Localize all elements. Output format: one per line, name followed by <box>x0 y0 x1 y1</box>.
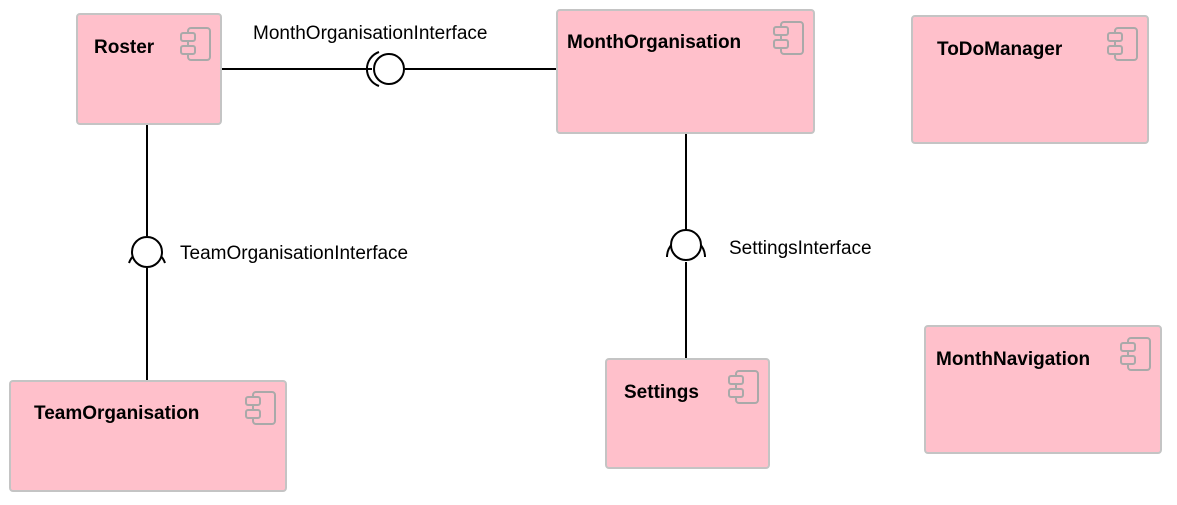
component-month-navigation[interactable]: MonthNavigation <box>924 325 1162 454</box>
component-todo-manager[interactable]: ToDoManager <box>911 15 1149 144</box>
component-icon <box>245 391 276 425</box>
component-roster[interactable]: Roster <box>76 13 222 125</box>
component-icon <box>728 370 759 404</box>
component-label: MonthNavigation <box>936 349 1090 370</box>
settings-interface-label: SettingsInterface <box>729 238 872 259</box>
team-organisation-interface-connector <box>128 125 166 381</box>
team-organisation-interface-label: TeamOrganisationInterface <box>180 243 408 264</box>
settings-interface-connector <box>666 133 706 359</box>
component-team-organisation[interactable]: TeamOrganisation <box>9 380 287 492</box>
component-label: MonthOrganisation <box>567 32 741 53</box>
component-month-organisation[interactable]: MonthOrganisation <box>556 9 815 134</box>
component-icon <box>180 27 211 61</box>
component-icon <box>773 21 804 55</box>
component-settings[interactable]: Settings <box>605 358 770 469</box>
component-icon <box>1107 27 1138 61</box>
component-label: TeamOrganisation <box>34 403 199 424</box>
month-organisation-interface-connector <box>221 51 557 87</box>
component-icon <box>1120 337 1151 371</box>
month-organisation-interface-label: MonthOrganisationInterface <box>253 23 487 44</box>
component-label: Settings <box>624 382 699 403</box>
component-label: ToDoManager <box>937 39 1063 60</box>
component-label: Roster <box>94 37 155 58</box>
